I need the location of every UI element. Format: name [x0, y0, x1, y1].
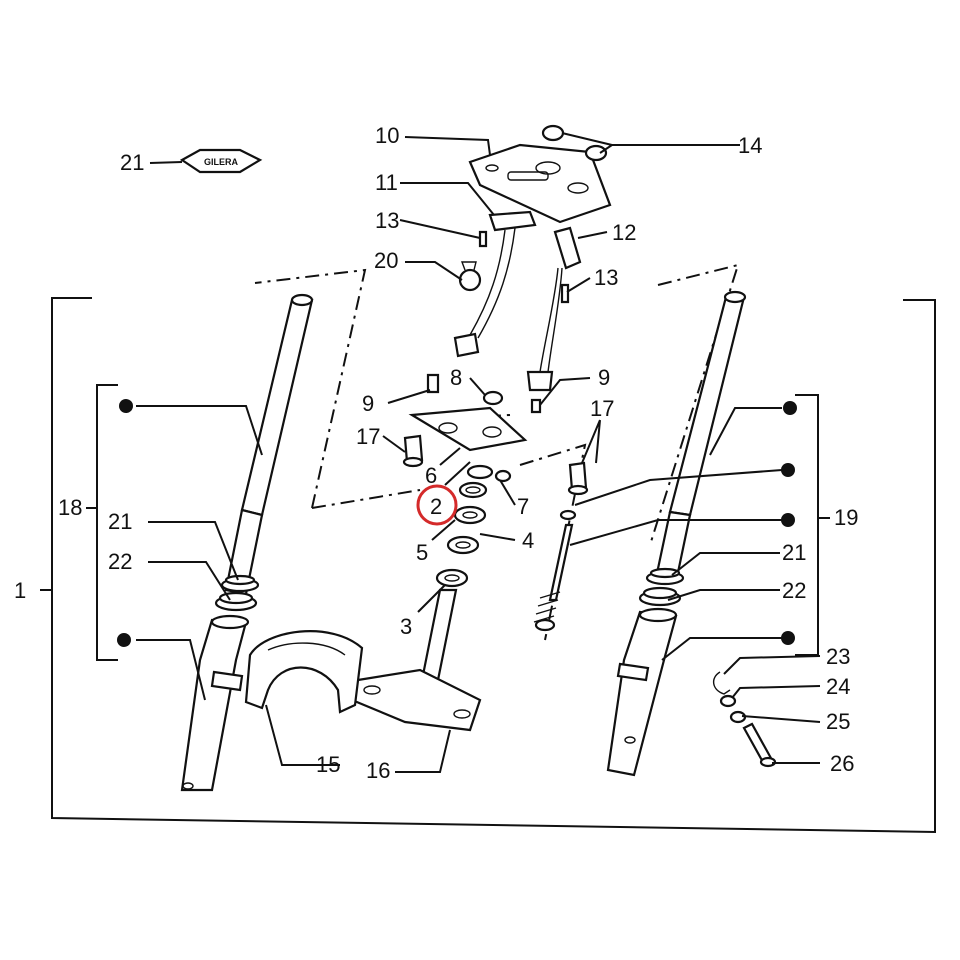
bearing-4 — [453, 505, 487, 525]
bulb — [458, 261, 482, 292]
leader-lines — [136, 132, 821, 773]
ring-2 — [458, 481, 488, 499]
label-22a: 22 — [108, 549, 132, 574]
bracket-12 — [526, 226, 582, 392]
label-10: 10 — [375, 123, 399, 148]
badge-text: GILERA — [204, 157, 239, 167]
label-2: 2 — [430, 494, 442, 519]
label-3: 3 — [400, 614, 412, 639]
caps — [541, 124, 608, 162]
label-21b: 21 — [108, 509, 132, 534]
fork-brace — [244, 630, 364, 714]
label-11: 11 — [375, 170, 398, 195]
label-21c: 21 — [782, 540, 806, 565]
bearing-5 — [446, 535, 480, 555]
label-4: 4 — [522, 528, 534, 553]
label-16: 16 — [366, 758, 390, 783]
bolt-26 — [742, 722, 777, 768]
label-5: 5 — [416, 540, 428, 565]
highlight-circle — [416, 484, 458, 526]
right-fork-tube — [606, 290, 747, 777]
bolt-9-right — [530, 398, 542, 414]
label-20: 20 — [374, 248, 398, 273]
left-fork-tube — [180, 293, 314, 792]
label-18: 18 — [58, 495, 82, 520]
screw-13-left — [478, 230, 488, 248]
label-17b: 17 — [590, 396, 614, 421]
right-seal-21 — [645, 567, 685, 586]
label-13a: 13 — [375, 208, 399, 233]
label-13b: 13 — [594, 265, 618, 290]
label-7: 7 — [517, 494, 529, 519]
label-19: 19 — [834, 505, 858, 530]
gilera-badge: GILERA — [179, 148, 263, 174]
label-25: 25 — [826, 709, 850, 734]
label-15: 15 — [316, 752, 340, 777]
clamp-17-right — [567, 461, 589, 496]
screw-13-right — [560, 283, 570, 304]
label-22b: 22 — [782, 578, 806, 603]
label-9a: 9 — [362, 391, 374, 416]
label-23: 23 — [826, 644, 850, 669]
label-1: 1 — [14, 578, 26, 603]
right-seal-22 — [638, 586, 682, 607]
left-seal-22 — [214, 591, 258, 612]
left-seal-21 — [220, 574, 260, 593]
part-labels: 1 2 3 4 5 6 7 8 9 9 10 11 12 13 13 14 15… — [14, 123, 858, 783]
cap-8 — [482, 390, 504, 406]
label-14: 14 — [738, 133, 762, 158]
right-fork-bracket — [795, 394, 830, 656]
label-6: 6 — [425, 463, 437, 488]
label-24: 24 — [826, 674, 850, 699]
alignment-lines — [254, 263, 740, 641]
label-21a: 21 — [120, 150, 144, 175]
label-17a: 17 — [356, 424, 380, 449]
label-26: 26 — [830, 751, 854, 776]
assembly-frame — [40, 297, 936, 834]
nut-24 — [719, 694, 737, 708]
label-12: 12 — [612, 220, 636, 245]
bearing-3 — [435, 568, 469, 588]
reference-dots — [117, 399, 797, 647]
nut-6 — [466, 464, 494, 480]
steering-stem — [350, 588, 482, 732]
damper-rod — [533, 509, 577, 632]
clamp-17-left — [402, 434, 424, 468]
top-plate — [408, 406, 528, 452]
washer-7 — [494, 469, 512, 483]
clip-23 — [713, 671, 731, 695]
wiring-harness — [453, 210, 537, 358]
instrument-panel — [468, 143, 612, 224]
label-9b: 9 — [598, 365, 610, 390]
label-8: 8 — [450, 365, 462, 390]
bolt-9-left — [426, 373, 440, 394]
left-fork-bracket — [86, 384, 118, 661]
